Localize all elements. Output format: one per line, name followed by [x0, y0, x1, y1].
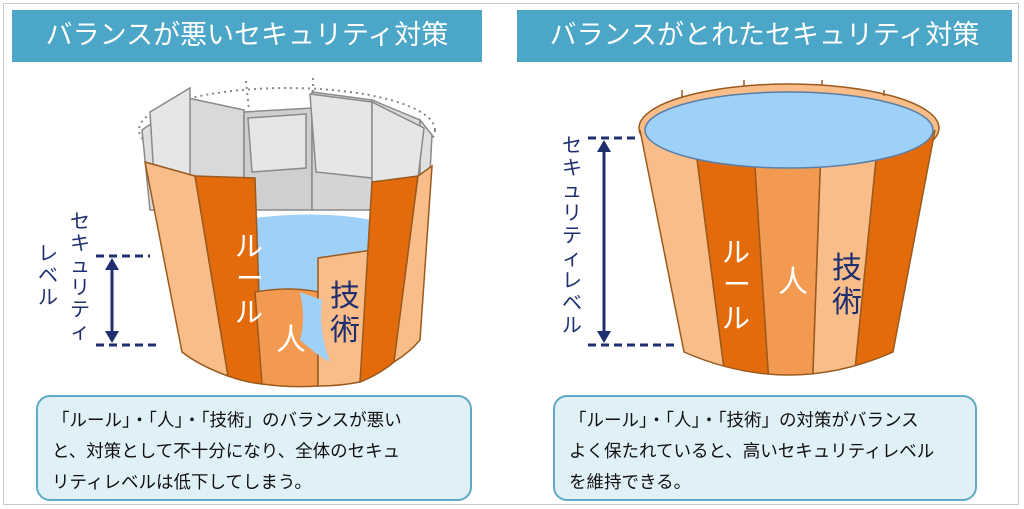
left-level-label: セキュリティ レベル	[38, 209, 90, 343]
left-label-tech-char: 技	[330, 279, 360, 314]
right-label-tech-char: 技	[832, 251, 862, 286]
left-level-arrowhead-down	[105, 331, 119, 343]
level-label-char: レ	[38, 241, 58, 265]
left-dotted-stave-edge	[245, 80, 251, 121]
level-label-char: テ	[70, 297, 90, 321]
left-front-stave	[393, 164, 433, 364]
level-label-char: ュ	[562, 178, 582, 202]
left-caption-box: 「ルール」・「人」・「技術」のバランスが悪い と、対策として不十分になり、全体の…	[36, 395, 472, 501]
level-label-char: キ	[562, 156, 582, 180]
right-stave-person	[751, 130, 823, 375]
level-label-char: ベ	[562, 291, 582, 315]
level-label-char: ル	[562, 313, 582, 337]
left-label-tech-char: 術	[330, 313, 360, 348]
right-label-tech-char: 術	[832, 285, 862, 320]
right-barrel: ル ー ル 人 技 術 セキュリティレベル	[562, 80, 940, 376]
right-level-arrowhead-up	[597, 140, 611, 152]
right-label-person: 人	[778, 265, 808, 300]
right-stave	[851, 130, 935, 375]
right-level-label: セキュリティレベル	[562, 133, 582, 337]
left-stave-top	[309, 93, 373, 179]
caption-line: よく保たれていると、高いセキュリティレベル	[569, 442, 935, 462]
left-label-rule-char: ル	[235, 296, 263, 329]
level-label-char: ベ	[38, 263, 58, 287]
level-label-char: ル	[38, 285, 58, 309]
level-label-char: ィ	[562, 246, 582, 270]
right-level-arrowhead-down	[597, 331, 611, 343]
right-label-rule-char: ル	[722, 302, 750, 335]
left-label-rule-char: ー	[236, 262, 264, 295]
left-label-person: 人	[276, 323, 306, 358]
caption-line: 「ルール」・「人」・「技術」の対策がバランス	[569, 411, 919, 431]
left-level-arrowhead-up	[105, 258, 119, 270]
right-label-rule-char: ル	[722, 236, 750, 269]
caption-line: と、対策として不十分になり、全体のセキュ	[52, 442, 401, 462]
left-water-spill	[300, 292, 330, 362]
right-stave-tech	[811, 130, 881, 375]
right-panel-title: バランスがとれたセキュリティ対策	[517, 10, 1012, 62]
right-caption-box: 「ルール」・「人」・「技術」の対策がバランス よく保たれていると、高いセキュリテ…	[553, 395, 977, 501]
page-frame	[3, 3, 1019, 505]
level-label-char: リ	[562, 201, 582, 225]
right-water	[644, 91, 934, 169]
right-label-rule-char: ー	[723, 268, 751, 301]
left-panel-title: バランスが悪いセキュリティ対策	[12, 10, 482, 62]
caption-line: 「ルール」・「人」・「技術」のバランスが悪い	[52, 411, 402, 431]
level-label-char: セ	[562, 133, 582, 157]
right-stave-rule	[691, 130, 771, 375]
left-label-rule-char: ル	[235, 230, 263, 263]
caption-line: を維持できる。	[569, 473, 692, 493]
left-stave-top	[247, 113, 307, 173]
level-label-char: レ	[562, 268, 582, 292]
level-label-char: キ	[70, 231, 90, 255]
level-label-char: ィ	[70, 319, 90, 343]
left-full-rim-outline	[138, 87, 436, 173]
level-label-char: セ	[70, 209, 90, 233]
right-body-outline	[639, 129, 936, 376]
level-label-char: リ	[70, 275, 90, 299]
level-label-char: テ	[562, 223, 582, 247]
caption-line: リティレベルは低下してしまう。	[52, 473, 312, 493]
level-label-char: ュ	[70, 253, 90, 277]
left-barrel: ル ー ル 人 技 術 セキュリティレベル	[38, 78, 436, 388]
